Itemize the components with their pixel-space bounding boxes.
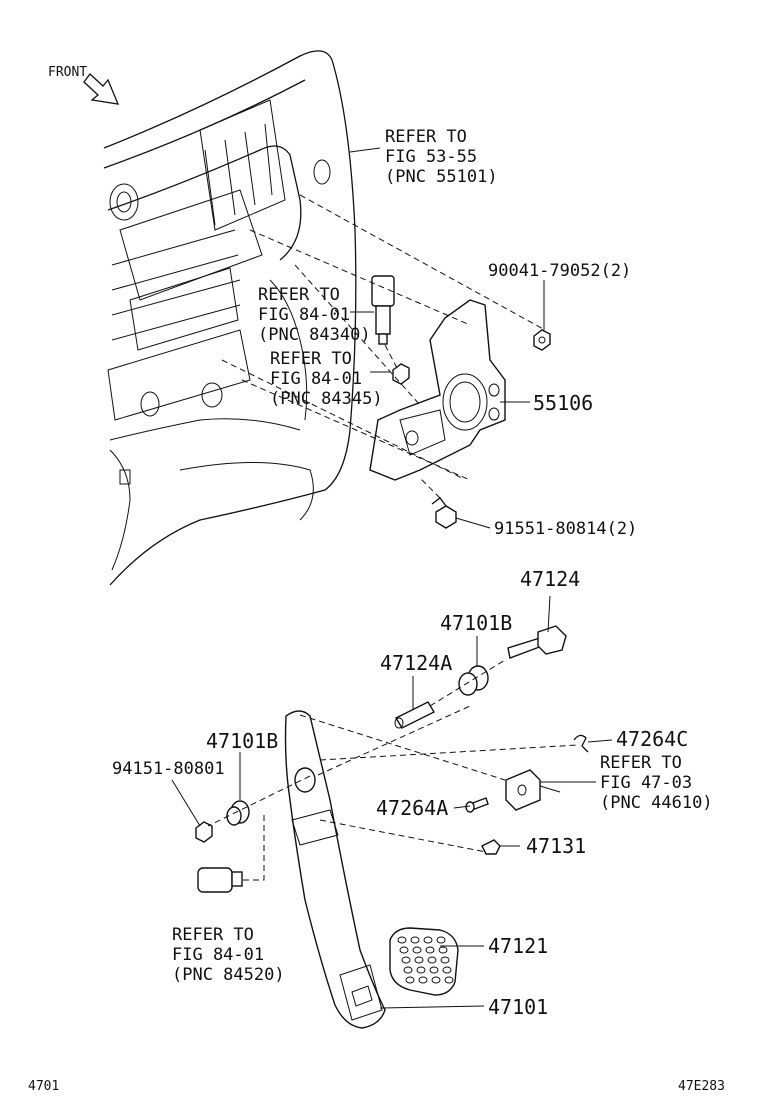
footer-right: 47E283: [678, 1079, 725, 1094]
body-panel: [103, 50, 357, 586]
ref-4703-line3: (PNC 44610): [600, 793, 713, 813]
ref-84340-line3: (PNC 84340): [258, 325, 371, 345]
ref-4703-line1: REFER TO: [600, 753, 682, 773]
part-55106: 55106: [533, 391, 593, 415]
part-47101b-lower: 47101B: [206, 729, 278, 753]
nut-90041: [533, 329, 551, 351]
ref-fig53-line1: REFER TO: [385, 127, 467, 147]
part-94151: 94151-80801: [112, 759, 225, 779]
part-47124a: 47124A: [380, 651, 452, 675]
ref-4703-line2: FIG 47-03: [600, 773, 692, 793]
nut-94151: [195, 821, 213, 843]
clevis-pushrod: [505, 769, 561, 811]
ref-84520-line3: (PNC 84520): [172, 965, 285, 985]
bolt-47124: [507, 625, 567, 659]
ref-fig53-line3: (PNC 55101): [385, 167, 498, 187]
switch-nut: [392, 363, 410, 385]
ref-84345-line1: REFER TO: [270, 349, 352, 369]
part-47264a: 47264A: [376, 796, 448, 820]
pedal-arm-47101: [284, 710, 386, 1029]
assembly-lines: [207, 194, 579, 881]
pin-47264a: [465, 797, 489, 813]
stop-lamp-switch: [371, 275, 395, 345]
bushing-47101b-lower: [226, 800, 250, 826]
part-47101b-upper: 47101B: [440, 611, 512, 635]
bolt-91551: [431, 497, 457, 529]
ref-84340-line2: FIG 84-01: [258, 305, 350, 325]
ref-84520-line2: FIG 84-01: [172, 945, 264, 965]
pedal-bracket-55106: [369, 299, 506, 481]
part-91551: 91551-80814(2): [494, 519, 637, 539]
footer-left: 4701: [28, 1079, 59, 1094]
pedal-pad-47121: [389, 927, 459, 996]
front-label: FRONT: [48, 65, 87, 80]
ref-84520-line1: REFER TO: [172, 925, 254, 945]
part-47264c: 47264C: [616, 727, 688, 751]
clutch-switch: [197, 867, 243, 893]
clip-47264c: [573, 734, 589, 753]
part-47124: 47124: [520, 567, 580, 591]
collar-47124a: [394, 701, 435, 729]
ref-84340-line1: REFER TO: [258, 285, 340, 305]
front-arrow-icon: [83, 73, 120, 105]
part-90041: 90041-79052(2): [488, 261, 631, 281]
ref-84345-line2: FIG 84-01: [270, 369, 362, 389]
bushing-47101b-upper: [458, 665, 489, 696]
part-47131: 47131: [526, 834, 586, 858]
part-47121: 47121: [488, 934, 548, 958]
part-47101: 47101: [488, 995, 548, 1019]
cushion-47131: [481, 839, 501, 855]
leader-lines: [171, 147, 613, 1009]
ref-fig53-line2: FIG 53-55: [385, 147, 477, 167]
ref-84345-line3: (PNC 84345): [270, 389, 383, 409]
